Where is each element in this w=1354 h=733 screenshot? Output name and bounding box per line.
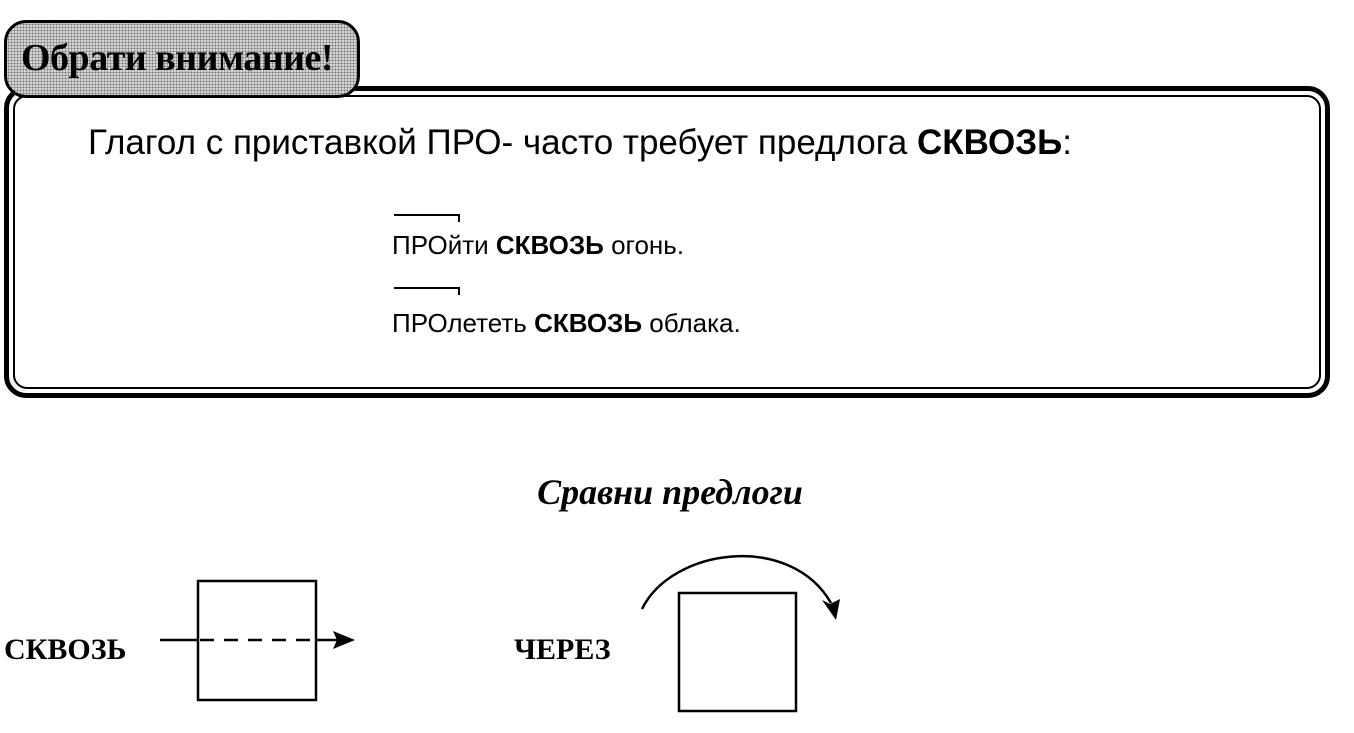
- over-arrow-head-icon: [822, 599, 840, 620]
- attention-box: [4, 86, 1330, 398]
- cherez-label: ЧЕРЕЗ: [514, 633, 611, 666]
- example-noun: облака.: [642, 308, 741, 338]
- prefix-mark-icon: [394, 214, 460, 222]
- over-arrow-arc: [640, 554, 833, 610]
- example-preposition: СКВОЗЬ: [534, 308, 643, 338]
- example-noun: огонь.: [603, 230, 685, 260]
- example-verb-rest: лететь: [447, 308, 535, 338]
- skvoz-label: СКВОЗЬ: [4, 633, 127, 666]
- compare-title: Сравни предлоги: [537, 472, 803, 512]
- rule-text: Глагол с приставкой ПРО- часто требует п…: [88, 120, 1072, 166]
- example-line-1: ПРОйти СКВОЗЬ огонь.: [392, 228, 684, 262]
- rule-text-start: Глагол с приставкой ПРО- часто требует п…: [88, 123, 917, 162]
- example-verb-rest: йти: [447, 230, 496, 260]
- over-box: [677, 591, 798, 713]
- attention-tab: Обрати внимание!: [4, 20, 360, 98]
- rule-text-end: :: [1062, 123, 1073, 162]
- attention-title: Обрати внимание!: [21, 37, 334, 79]
- through-box: [196, 579, 318, 702]
- example-prefix: ПРО: [392, 308, 448, 338]
- attention-box-inner-border: [13, 95, 1321, 389]
- prefix-mark-icon: [394, 287, 460, 295]
- example-preposition: СКВОЗЬ: [495, 230, 604, 260]
- example-line-2: ПРОлететь СКВОЗЬ облака.: [392, 306, 741, 340]
- rule-bold-word: СКВОЗЬ: [916, 123, 1063, 162]
- through-arrow-head-icon: [333, 631, 355, 649]
- example-prefix: ПРО: [392, 230, 448, 260]
